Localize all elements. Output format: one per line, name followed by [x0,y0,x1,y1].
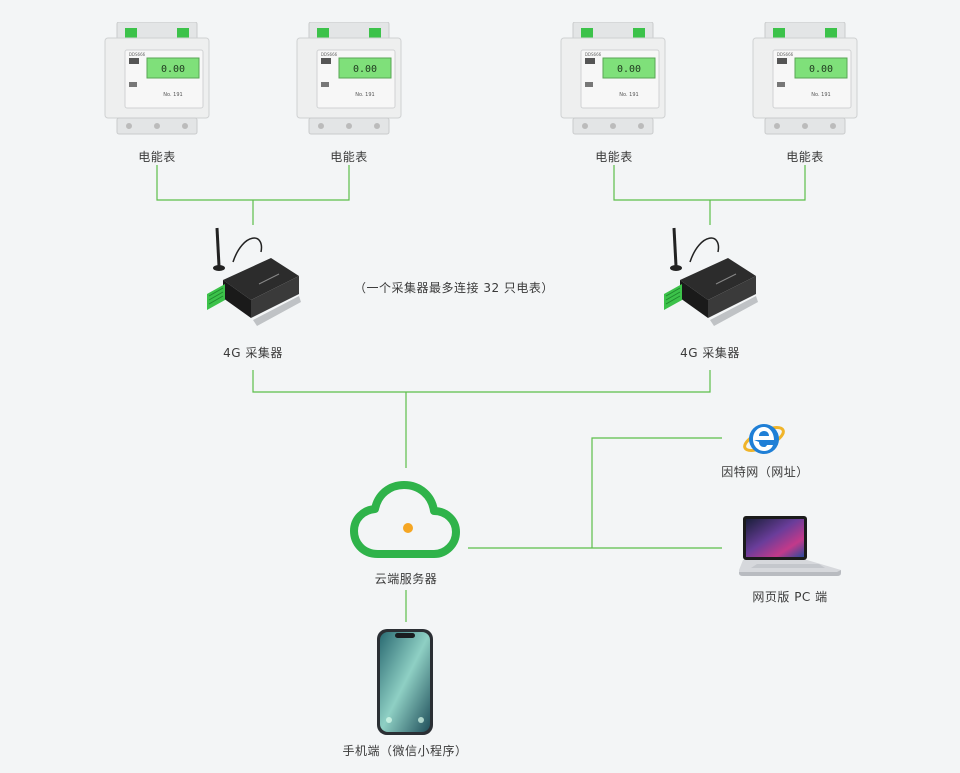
meter-label: 电能表 [595,150,633,164]
meter-reading: 0.00 [353,64,377,75]
meter-model: DDS666 [777,52,794,57]
meter-serial: No. 191 [355,92,374,98]
meter-model: DDS666 [585,52,602,57]
laptop-icon [739,516,841,576]
internet-browser-icon [743,424,785,454]
meter-label: 电能表 [138,150,176,164]
collector-bus [252,370,711,393]
pc-label: 网页版 PC 端 [752,590,828,604]
meter-serial: No. 191 [811,92,830,98]
capacity-note: （一个采集器最多连接 32 只电表） [354,281,554,295]
cloud-to-internet [591,437,722,548]
collector-label: 4G 采集器 [223,346,283,360]
4g-collector [203,222,303,336]
meter-serial: No. 191 [619,92,638,98]
cloud-label: 云端服务器 [374,572,438,586]
4g-collector [660,222,760,336]
meter-link-left [156,165,350,201]
smartphone-icon [377,629,433,735]
phone-label: 手机端（微信小程序） [342,744,468,758]
collector-label: 4G 采集器 [680,346,740,360]
meter-serial: No. 191 [163,92,182,98]
meter-reading: 0.00 [617,64,641,75]
cloud-icon [350,481,460,558]
4g-collector-icon [664,227,758,326]
meter-label: 电能表 [786,150,824,164]
meter-reading: 0.00 [809,64,833,75]
meter-model: DDS666 [321,52,338,57]
4g-collector-icon [207,227,301,326]
meter-reading: 0.00 [161,64,185,75]
internet-label: 因特网（网址） [721,465,809,479]
meter-label: 电能表 [330,150,368,164]
meter-link-right [613,165,806,201]
meter-model: DDS666 [129,52,146,57]
